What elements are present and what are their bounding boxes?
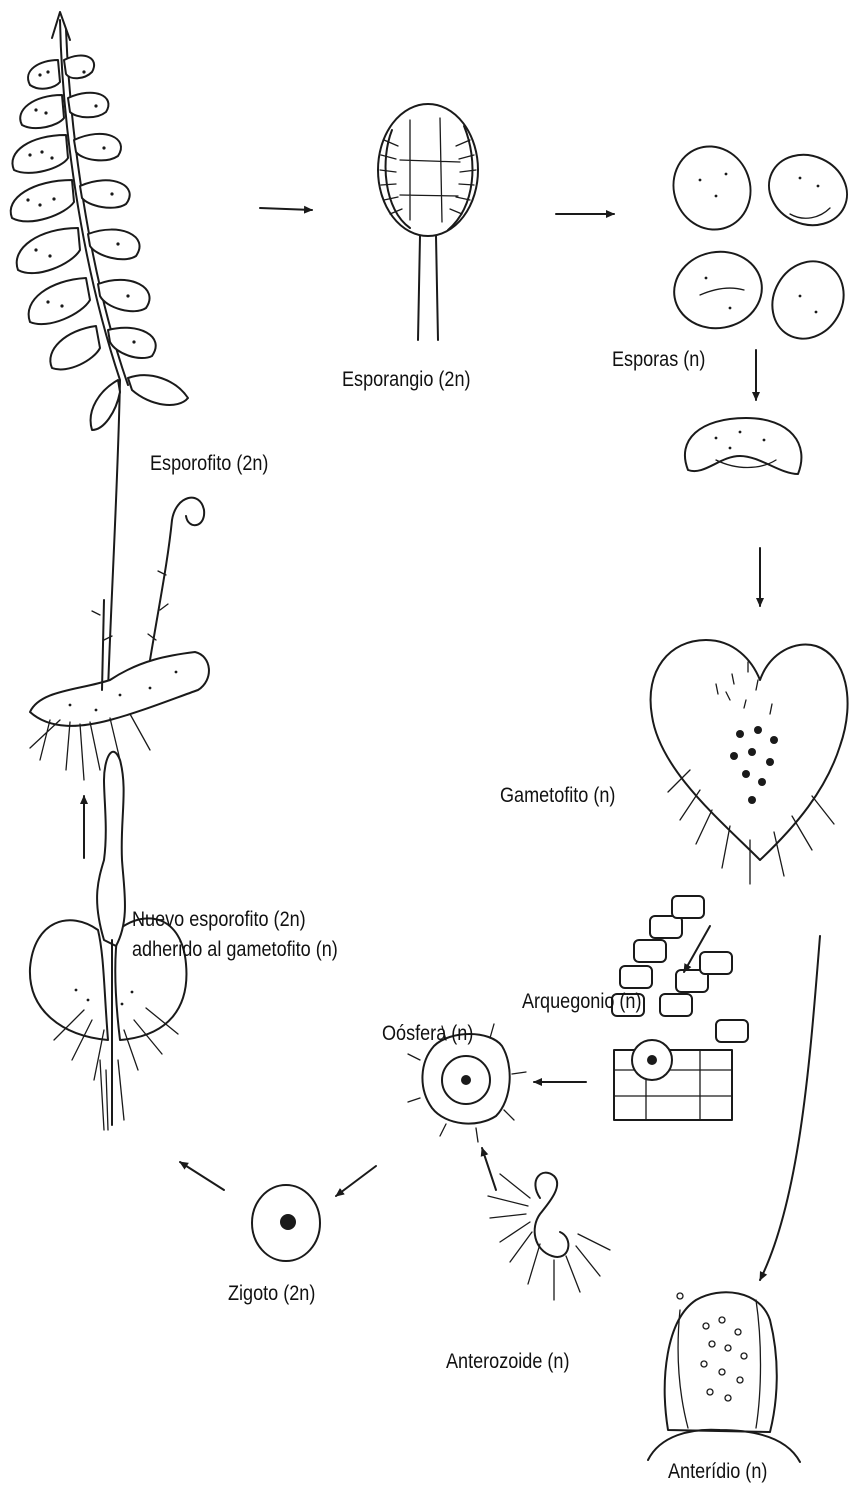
arrow-zygote-to-young-sporophyte [180,1162,224,1190]
label-gametofito: Gametofito (n) [500,784,615,808]
arrow-oosphere-to-zygote [336,1166,376,1196]
label-anteridio: Anterídio (n) [668,1460,767,1484]
zygote-illustration [252,1185,320,1261]
gametophyte-illustration [651,640,848,884]
sporophyte-illustration [11,12,209,780]
arrow-gametophyte-to-antheridium [760,936,820,1280]
arrow-antherozoid-to-oosphere [482,1148,496,1190]
label-nuevo-esporofito: Nuevo esporofito (2n) [132,908,306,932]
label-oosfera: Oósfera (n) [382,1022,473,1046]
antherozoid-illustration [488,1173,610,1300]
spores-illustration [662,136,859,474]
label-zigoto: Zigoto (2n) [228,1282,315,1306]
sporangium-illustration [378,104,478,340]
label-esporofito: Esporofito (2n) [150,452,268,476]
label-arquegonio: Arquegonio (n) [522,990,641,1014]
label-anterozoide: Anterozoide (n) [446,1350,569,1374]
label-esporangio: Esporangio (2n) [342,368,471,392]
antheridium-illustration [648,1292,800,1462]
label-adherido-gametofito: adherido al gametofito (n) [132,938,338,962]
label-esporas: Esporas (n) [612,348,705,372]
arrow-sporophyte-to-sporangium [260,208,312,210]
